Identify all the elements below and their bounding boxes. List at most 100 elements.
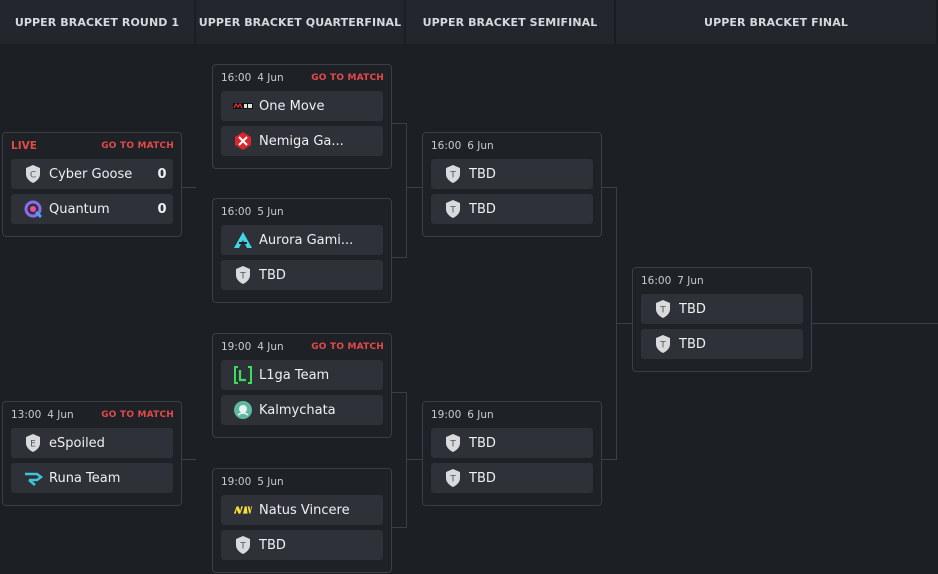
tbd-shield-icon: T [443,433,463,453]
match-time: 16:00 [641,275,672,287]
team-row[interactable]: C Cyber Goose 0 [11,159,173,189]
svg-text:T: T [449,171,456,181]
match-date: 4 Jun [257,72,284,84]
team-row[interactable]: Nemiga Ga... [221,126,383,156]
navi-logo-icon [233,500,253,520]
header-semifinal: UPPER BRACKET SEMIFINAL [406,0,616,44]
svg-text:T: T [659,306,666,316]
svg-text:T: T [449,440,456,450]
team-row[interactable]: Quantum 0 [11,194,173,224]
match-time: 16:00 [221,206,252,218]
connector [602,459,616,460]
espoiled-logo-icon: E [23,433,43,453]
team-row[interactable]: Aurora Gami... [221,225,383,255]
team-name: TBD [469,435,496,451]
tbd-shield-icon: T [443,164,463,184]
go-to-match-link[interactable]: GO TO MATCH [101,141,174,151]
connector [812,323,938,324]
connector [406,187,422,188]
match-date: 5 Jun [257,476,284,488]
match-card-qf-1[interactable]: 16:00 4 Jun GO TO MATCH One Move Nemiga G… [212,64,392,169]
team-name: TBD [469,470,496,486]
header-round-1: UPPER BRACKET ROUND 1 [0,0,196,44]
quantum-logo-icon [23,199,43,219]
match-date: 4 Jun [47,409,74,421]
team-name: TBD [469,166,496,182]
go-to-match-link[interactable]: GO TO MATCH [311,73,384,83]
team-name: TBD [259,267,286,283]
team-name: TBD [679,301,706,317]
tbd-shield-icon: T [443,199,463,219]
match-card-r1-1[interactable]: LIVE GO TO MATCH C Cyber Goose 0 Quantum… [2,132,182,237]
connector [392,392,406,393]
go-to-match-link[interactable]: GO TO MATCH [101,410,174,420]
team-row[interactable]: T TBD [431,159,593,189]
team-row[interactable]: T TBD [641,294,803,324]
svg-text:T: T [239,542,246,552]
match-date: 6 Jun [467,140,494,152]
connector [406,459,422,460]
svg-text:C: C [30,171,36,181]
team-name: Quantum [49,201,110,217]
team-row[interactable]: T TBD [431,194,593,224]
tbd-shield-icon: T [233,535,253,555]
live-badge: LIVE [11,140,37,152]
connector [406,392,407,528]
svg-text:E: E [30,440,36,450]
runa-team-logo-icon [23,468,43,488]
team-score: 0 [157,166,167,182]
svg-text:T: T [449,475,456,485]
kalmychata-logo-icon [233,400,253,420]
l1ga-logo-icon [233,365,253,385]
team-row[interactable]: T TBD [221,530,383,560]
match-card-r1-2[interactable]: 13:00 4 Jun GO TO MATCH E eSpoiled Runa T… [2,401,182,506]
match-card-qf-4[interactable]: 19:00 5 Jun Natus Vincere T TBD [212,468,392,573]
one-move-logo-icon [233,96,253,116]
match-time: 13:00 [11,409,42,421]
connector [406,123,407,258]
team-row[interactable]: T TBD [221,260,383,290]
team-name: One Move [259,98,325,114]
team-name: Nemiga Ga... [259,133,344,149]
match-card-qf-2[interactable]: 16:00 5 Jun Aurora Gami... T TBD [212,198,392,303]
team-name: TBD [469,201,496,217]
header-final: UPPER BRACKET FINAL [616,0,938,44]
connector [392,123,406,124]
header-quarterfinal: UPPER BRACKET QUARTERFINAL [196,0,406,44]
match-date: 6 Jun [467,409,494,421]
team-name: TBD [259,537,286,553]
team-row[interactable]: E eSpoiled [11,428,173,458]
match-date: 7 Jun [677,275,704,287]
nemiga-logo-icon [233,131,253,151]
match-time: 19:00 [221,341,252,353]
team-row[interactable]: Kalmychata [221,395,383,425]
match-card-final[interactable]: 16:00 7 Jun T TBD T TBD [632,267,812,372]
tbd-shield-icon: T [653,334,673,354]
tbd-shield-icon: T [443,468,463,488]
team-row[interactable]: Runa Team [11,463,173,493]
cyber-goose-logo-icon: C [23,164,43,184]
match-date: 5 Jun [257,206,284,218]
team-name: Natus Vincere [259,502,350,518]
connector [392,527,406,528]
match-time: 19:00 [221,476,252,488]
match-time: 16:00 [221,72,252,84]
svg-text:T: T [449,206,456,216]
go-to-match-link[interactable]: GO TO MATCH [311,342,384,352]
team-row[interactable]: L1ga Team [221,360,383,390]
team-name: TBD [679,336,706,352]
team-row[interactable]: One Move [221,91,383,121]
team-row[interactable]: Natus Vincere [221,495,383,525]
team-score: 0 [157,201,167,217]
svg-text:T: T [659,341,666,351]
team-name: Kalmychata [259,402,336,418]
svg-text:T: T [239,272,246,282]
team-row[interactable]: T TBD [431,463,593,493]
team-row[interactable]: T TBD [431,428,593,458]
team-row[interactable]: T TBD [641,329,803,359]
connector [182,187,196,188]
team-name: Cyber Goose [49,166,133,182]
